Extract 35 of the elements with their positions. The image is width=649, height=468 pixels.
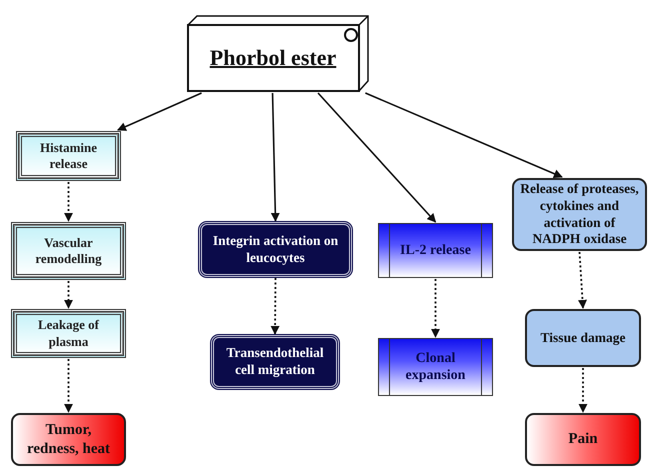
rounded-box bbox=[211, 335, 339, 389]
arrow bbox=[365, 92, 563, 178]
process-box bbox=[11, 309, 126, 358]
arrow bbox=[117, 92, 202, 131]
node-label: Pain bbox=[568, 430, 598, 449]
arrow bbox=[431, 279, 440, 338]
arrow bbox=[64, 359, 73, 413]
node-label: IL-2 release bbox=[400, 242, 471, 260]
node-label: Leakage of plasma bbox=[36, 317, 100, 350]
node-label: Integrin activation on leucocytes bbox=[212, 232, 340, 266]
node-label: Tissue damage bbox=[540, 330, 626, 346]
arrow bbox=[578, 368, 588, 413]
node-label: Clonal expansion bbox=[404, 350, 466, 384]
process-box bbox=[378, 338, 493, 396]
arrow bbox=[270, 278, 280, 335]
arrow bbox=[317, 92, 436, 223]
rounded-box bbox=[11, 413, 126, 466]
arrow bbox=[578, 252, 587, 309]
rounded-box bbox=[199, 222, 352, 277]
process-box bbox=[11, 222, 126, 280]
node-label: Release of proteases, cytokines and activation of NADPH oxidase bbox=[520, 180, 639, 248]
node-label: Histamine release bbox=[38, 140, 98, 172]
node-label: Phorbol ester bbox=[210, 44, 336, 72]
arrow bbox=[64, 281, 73, 309]
process-box bbox=[378, 223, 493, 278]
node-label: Tumor, redness, heat bbox=[26, 420, 112, 458]
arrow bbox=[270, 92, 280, 222]
3d-box bbox=[187, 15, 369, 92]
arrow bbox=[64, 182, 73, 222]
node-label: Transendothelial cell migration bbox=[225, 345, 325, 379]
rounded-box bbox=[525, 413, 641, 466]
rounded-box bbox=[525, 309, 641, 367]
node-label: Vascular remodelling bbox=[34, 234, 103, 268]
rounded-box bbox=[512, 178, 647, 251]
process-box bbox=[16, 131, 121, 181]
